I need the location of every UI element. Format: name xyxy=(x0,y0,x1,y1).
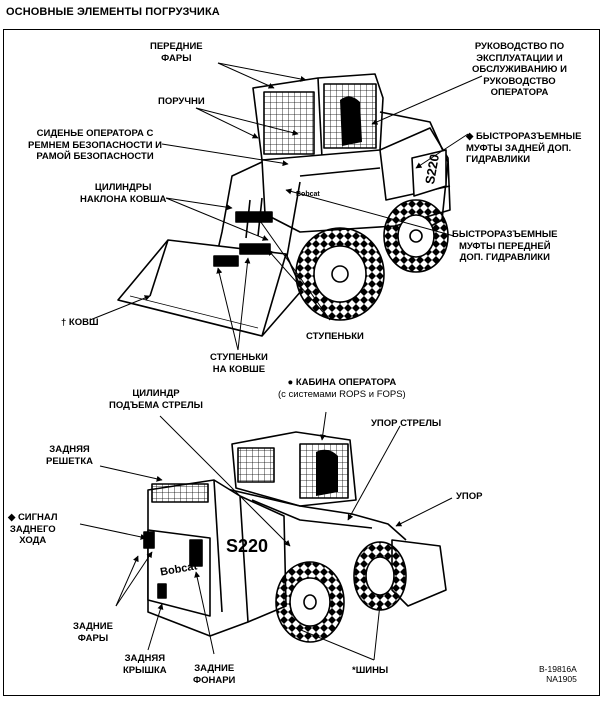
rear-view-model-label: S220 xyxy=(226,536,268,556)
label-lift-arm-support: УПОР СТРЕЛЫ xyxy=(371,418,442,429)
page-title: ОСНОВНЫЕ ЭЛЕМЕНТЫ ПОГРУЗЧИКА xyxy=(6,6,220,18)
label-bucket: † КОВШ xyxy=(61,317,99,328)
label-grab-handles: ПОРУЧНИ xyxy=(158,96,205,107)
rear-view-loader xyxy=(143,431,447,643)
front-view-leaders xyxy=(89,62,483,351)
front-view-loader xyxy=(117,73,451,337)
label-stop: УПОР xyxy=(456,491,483,502)
label-steps: СТУПЕНЬКИ xyxy=(306,331,364,342)
label-operator-cab: ● КАБИНА ОПЕРАТОРА(с системами ROPS и FO… xyxy=(278,377,406,400)
label-tires: *ШИНЫ xyxy=(352,665,389,676)
front-view-brand-label: Bobcat xyxy=(296,191,320,198)
rear-view-leaders xyxy=(79,411,453,661)
diagram-frame xyxy=(3,29,600,696)
